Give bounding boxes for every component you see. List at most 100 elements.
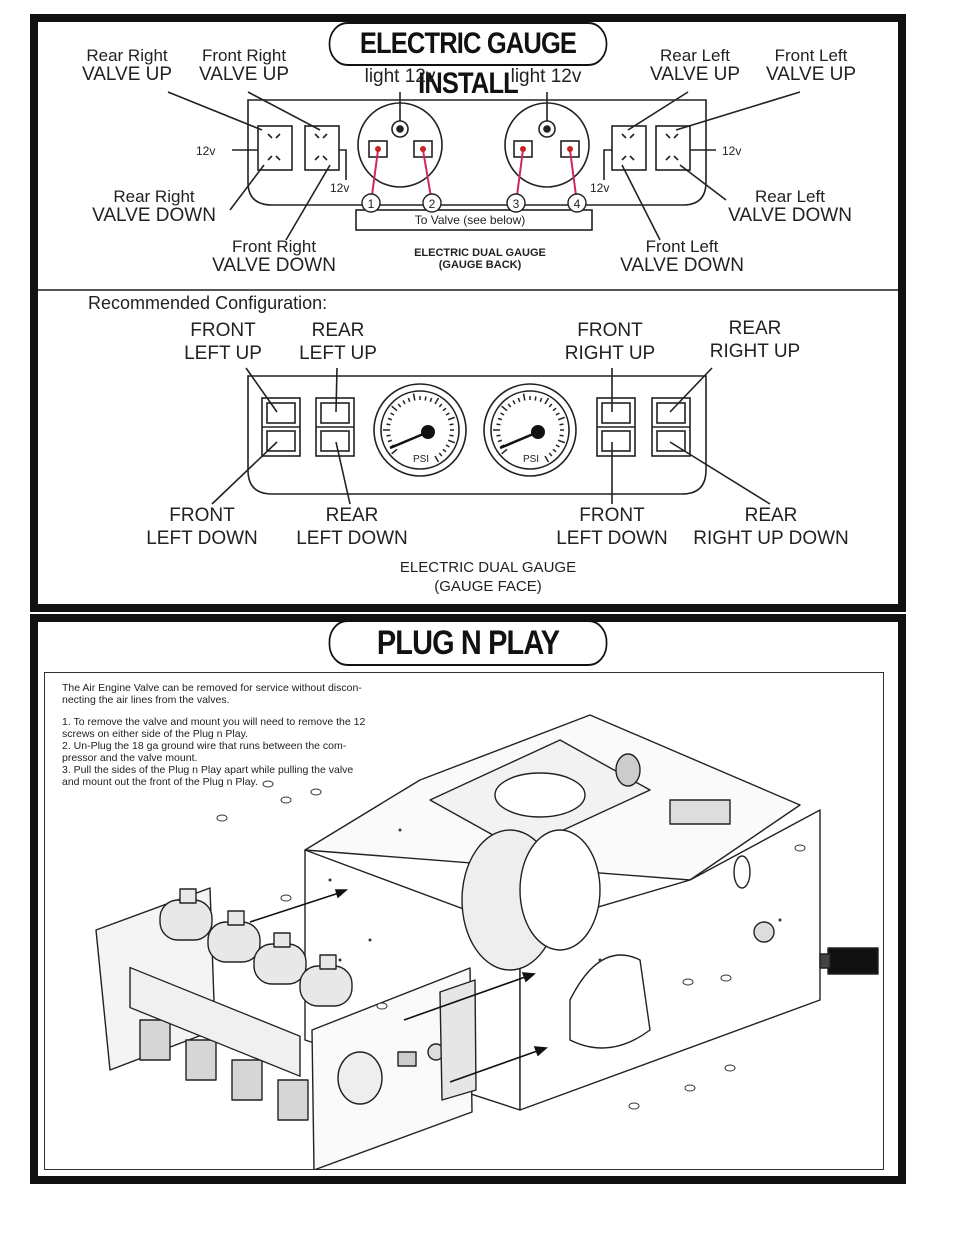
gauge-install-panel [30, 14, 906, 612]
gauge-tick [387, 439, 393, 443]
gauge-tick [544, 455, 550, 463]
valve-stack [129, 888, 353, 1121]
gauge-tick [442, 448, 447, 453]
gauge-tick [407, 397, 411, 403]
label-front-right-up: Front Right VALVE UP [198, 46, 290, 85]
gauge-tick [517, 397, 521, 403]
terminal-3: 3 [513, 197, 520, 211]
label-light-left: light 12v [364, 66, 436, 87]
switch-front-right [304, 125, 340, 171]
install-title: ELECTRIC GAUGE INSTALL [328, 22, 608, 100]
gauge-tick [496, 434, 501, 437]
gauge-tick [544, 397, 550, 405]
gauge-tick [500, 412, 505, 416]
label-front-left-up: Front Left VALVE UP [765, 46, 857, 85]
gauge-tick [557, 439, 566, 444]
to-valve-label: To Valve (see below) [415, 213, 526, 227]
gauge-tick [539, 397, 543, 403]
config-heading: Recommended Configuration: [88, 293, 328, 313]
gauge-tick [548, 403, 553, 408]
gauge-face-right [483, 383, 577, 477]
gauge-housing-back [247, 99, 707, 206]
gauge-face-caption: ELECTRIC DUAL GAUGE (GAUGE FACE) [399, 559, 577, 595]
plug-inner-frame [44, 672, 884, 1170]
gauge-tick [434, 397, 440, 405]
knob [615, 753, 641, 787]
power-connector [827, 947, 879, 975]
label-front-left-down: Front Left VALVE DOWN [620, 237, 744, 276]
voltage-left: 12v [196, 144, 215, 158]
config-label-rear-left-up: REAR LEFT UP [299, 320, 377, 364]
config-label-front-left-down: FRONT LEFT DOWN [146, 505, 258, 549]
config-label-rear-left-down: REAR LEFT DOWN [296, 505, 408, 549]
config-label-front-left-up: FRONT LEFT UP [184, 320, 262, 364]
gauge-tick [429, 397, 433, 403]
gauge-housing-face [247, 375, 707, 495]
config-label-rear-right-up-down: REAR RIGHT UP DOWN [693, 505, 849, 549]
config-label-front-right-up: FRONT RIGHT UP [564, 320, 656, 364]
gauge-back-diagram: 1 2 3 4 To Valve (see below) 12v 12v 12v… [167, 91, 801, 241]
plug-title: PLUG N PLAY [328, 620, 608, 666]
gauge-tick [449, 423, 454, 426]
gauge-back-caption: ELECTRIC DUAL GAUGE (GAUGE BACK) [414, 247, 546, 271]
front-plate-gauge [337, 1051, 383, 1105]
gauge-tick [555, 444, 560, 448]
label-front-right-down: Front Right VALVE DOWN [212, 237, 336, 276]
switch-front-left [655, 125, 691, 171]
switch-rear-left [611, 125, 647, 171]
gauge-tick [438, 403, 443, 408]
config-label-rear-right-up: REAR RIGHT UP [709, 318, 801, 362]
gauge-tick [512, 400, 516, 405]
gauge-tick [548, 452, 553, 457]
gauge-tick [434, 455, 440, 463]
gauge-tick [497, 417, 503, 421]
psi-label-left: PSI [413, 454, 429, 465]
gauge-tick [445, 412, 450, 416]
gauge-tick [387, 417, 393, 421]
section-divider [38, 289, 898, 291]
label-rear-left-up: Rear Left VALVE UP [649, 46, 741, 85]
gauge-tick [424, 396, 427, 401]
gauge-tick [442, 407, 447, 412]
gauge-tick [507, 403, 512, 408]
switch-rear-right [257, 125, 293, 171]
label-rear-left-down: Rear Left VALVE DOWN [728, 187, 852, 226]
gauge-tick [559, 423, 564, 426]
config-label-front-left-down-2: FRONT LEFT DOWN [556, 505, 668, 549]
gauge-face-diagram: PSI PSI [211, 367, 771, 505]
gauge-tick [449, 434, 454, 437]
terminal-2: 2 [429, 197, 436, 211]
gauge-tick [386, 423, 391, 426]
psi-label-right: PSI [523, 454, 539, 465]
label-rear-right-up: Rear Right VALVE UP [81, 46, 173, 85]
terminal-4: 4 [574, 197, 581, 211]
gauge-tick [559, 434, 564, 437]
gauge-tick [447, 439, 456, 444]
gauge-tick [386, 434, 391, 437]
label-rear-right-down: Rear Right VALVE DOWN [92, 187, 216, 226]
gauge-tick [402, 400, 406, 405]
plug-instructions: The Air Engine Valve can be removed for … [62, 682, 366, 788]
voltage-center-right: 12v [590, 181, 609, 195]
gauge-tick [496, 423, 501, 426]
gauge-tick [390, 412, 395, 416]
valve-front-plate [311, 967, 473, 1170]
gauge-face-left [373, 383, 467, 477]
gauge-tick [552, 407, 557, 412]
gauge-tick [552, 448, 557, 453]
gauge-tick [501, 405, 508, 412]
gauge-tick [497, 439, 503, 443]
gauge-tick [557, 416, 566, 421]
plug-n-play-exploded-view [95, 714, 879, 1170]
gauge-tick [522, 393, 526, 401]
voltage-right: 12v [722, 144, 741, 158]
gauge-tick [391, 448, 398, 455]
gauge-tick [391, 405, 398, 412]
gauge-tick [534, 396, 537, 401]
label-light-right: light 12v [510, 66, 582, 87]
voltage-center-left: 12v [330, 181, 349, 195]
heatsink [669, 799, 731, 825]
gauge-tick [555, 412, 560, 416]
gauge-tick [447, 416, 456, 421]
terminal-strip [355, 209, 593, 231]
